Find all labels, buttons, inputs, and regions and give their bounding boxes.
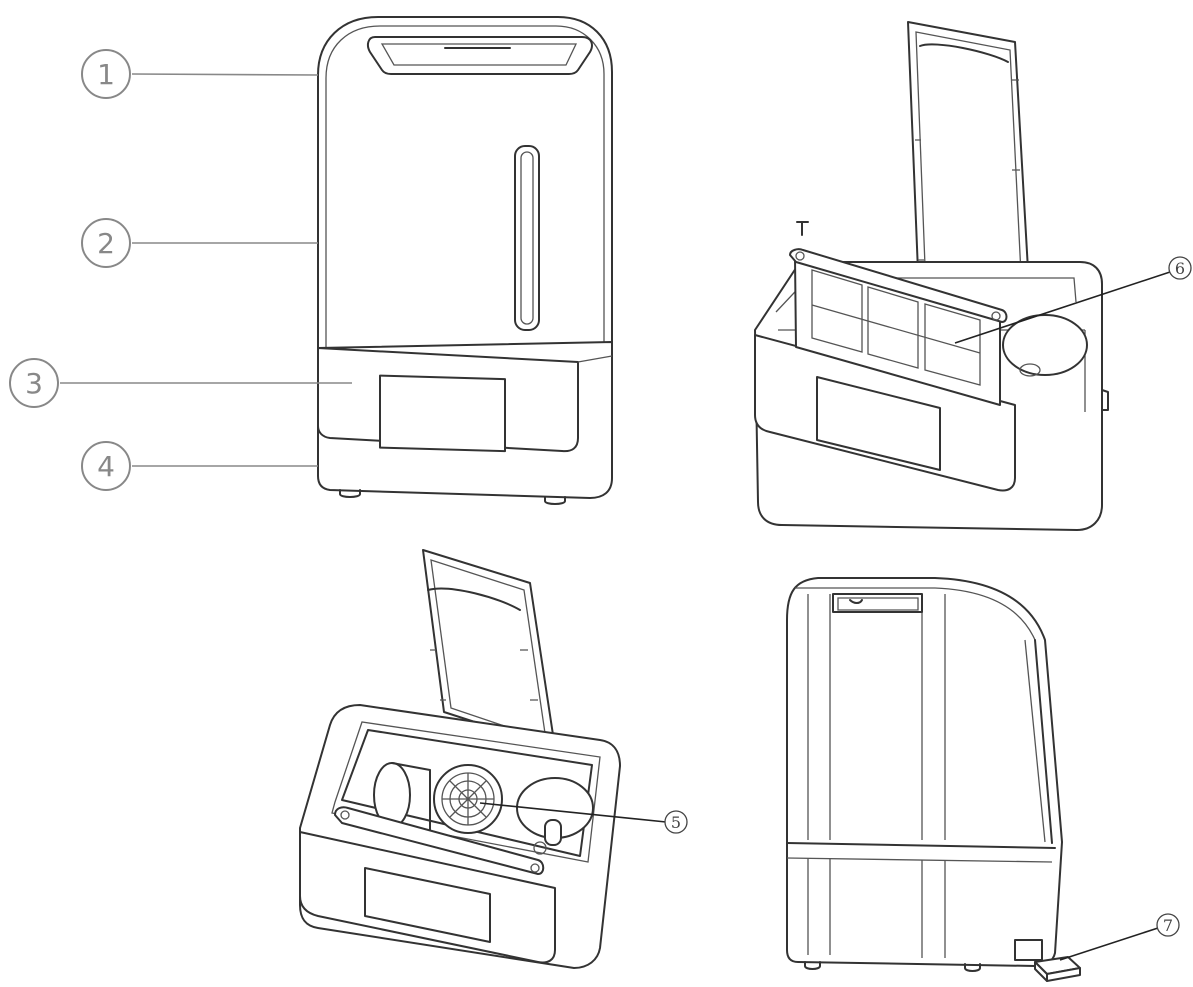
callout-5-label: 5: [671, 813, 681, 832]
screw: [796, 221, 809, 236]
callout-7: 7: [1059, 913, 1180, 961]
callout-4: 4: [81, 441, 318, 491]
display-window-b: [816, 376, 941, 471]
callout-2: 2: [81, 218, 318, 268]
reservoir: [1002, 314, 1088, 376]
callout-5: 5: [479, 802, 688, 834]
callout-7-label: 7: [1163, 916, 1173, 935]
callout-6: 6: [954, 256, 1192, 344]
water-level-window: [514, 145, 540, 331]
callout-3: 3: [9, 358, 352, 408]
callout-2-label: 2: [97, 227, 115, 260]
callout-1: 1: [81, 49, 319, 99]
callout-1-label: 1: [97, 58, 115, 91]
tank-handle: [366, 36, 593, 75]
drain-cap: [1034, 956, 1081, 982]
rear-handle: [832, 593, 923, 613]
callout-6-label: 6: [1175, 259, 1185, 278]
view-rear: [786, 577, 1063, 972]
view-base-with-filter: [754, 21, 1109, 531]
display-window-c: [364, 867, 491, 943]
display-window: [379, 374, 506, 453]
callout-3-label: 3: [25, 367, 43, 400]
view-base-atomizer: [299, 549, 621, 969]
view-front-assembled: [317, 16, 613, 505]
rear-body: [786, 577, 1063, 967]
callout-4-label: 4: [97, 450, 115, 483]
